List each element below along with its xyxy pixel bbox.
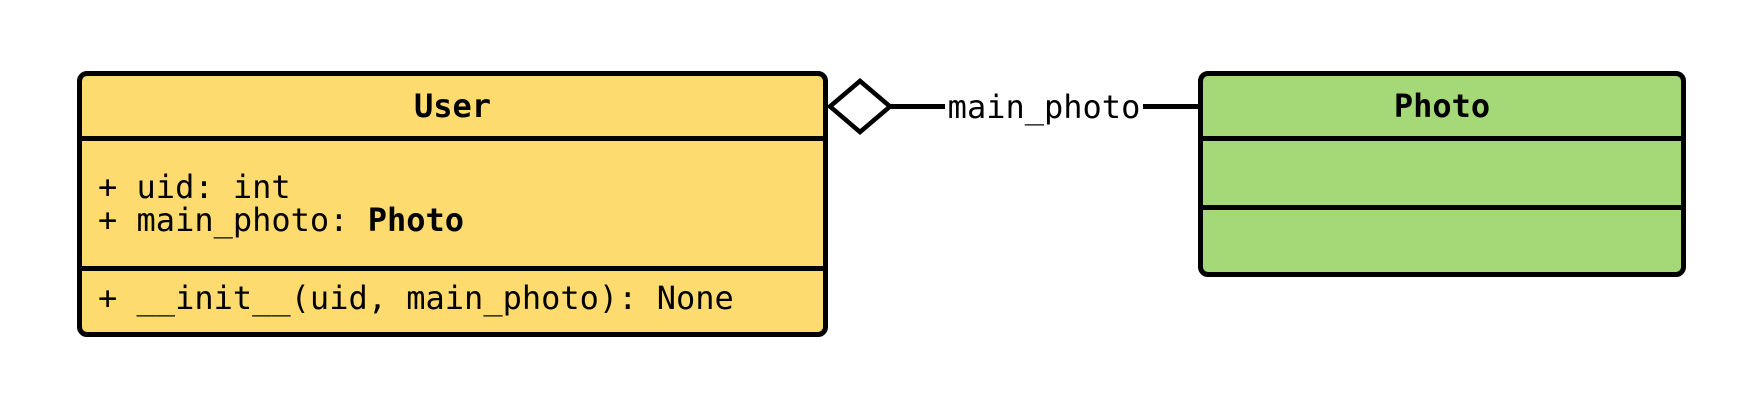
photo-attributes-compartment-empty [1203,141,1681,210]
user-attribute-main-photo: + main_photo: Photo [98,200,823,239]
uml-class-user: User + uid: int + main_photo: Photo + __… [77,71,828,337]
user-class-title: User [82,76,823,141]
relationship-label: main_photo [944,87,1144,127]
aggregation-diamond-icon [827,78,893,135]
user-attribute-uid: + uid: int [98,167,291,206]
user-attribute-main-photo-text: + main_photo: [98,200,368,239]
aggregation-diamond-shape [827,78,893,135]
user-methods-compartment: + __init__(uid, main_photo): None [82,271,823,332]
uml-class-photo: Photo [1198,71,1686,277]
photo-class-title: Photo [1203,76,1681,141]
photo-methods-compartment-empty [1203,210,1681,272]
user-attributes-compartment: + uid: int + main_photo: Photo [82,141,823,271]
user-method-init: + __init__(uid, main_photo): None [98,278,734,317]
user-attribute-main-photo-type: Photo [367,200,465,239]
relationship-label-container: main_photo [890,87,1198,127]
